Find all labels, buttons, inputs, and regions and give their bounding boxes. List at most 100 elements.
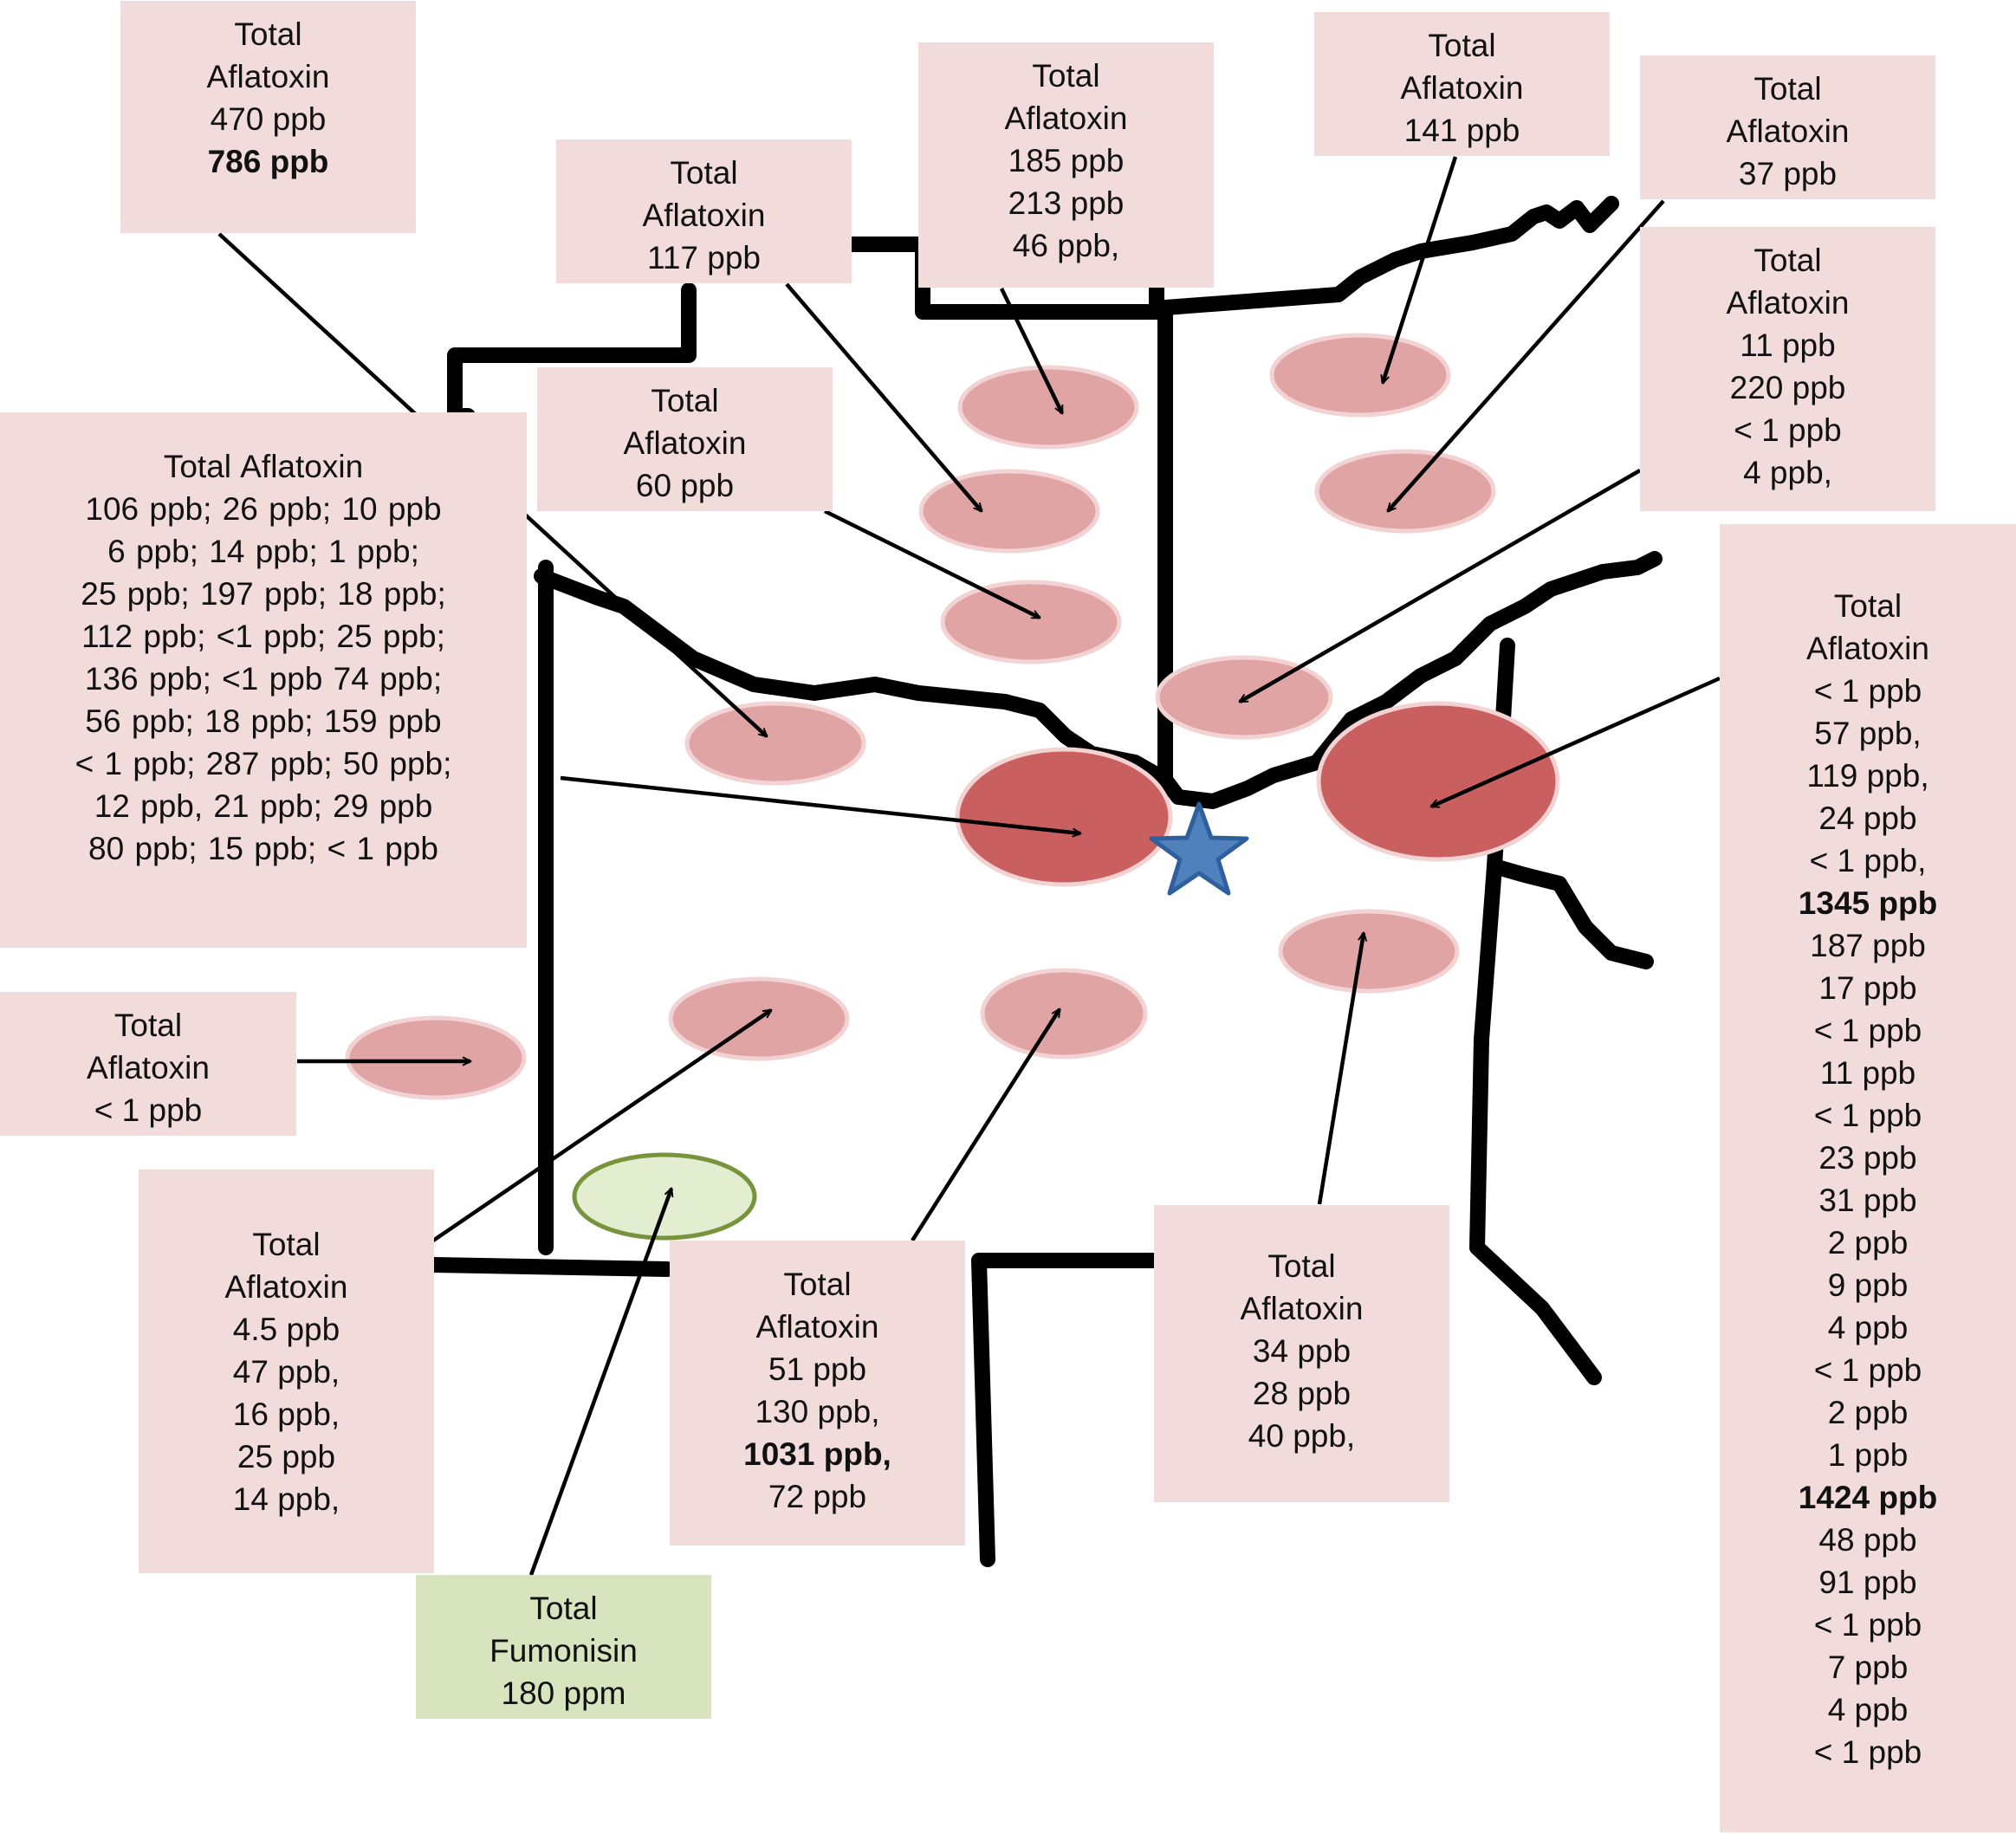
label-line: 9 ppb bbox=[1827, 1267, 1909, 1303]
arrow-ne-37 bbox=[1386, 199, 1665, 513]
label-line: < 1 ppb bbox=[94, 1092, 203, 1128]
label-ne-141: Total Aflatoxin 141 ppb bbox=[1314, 12, 1610, 156]
label-line: Aflatoxin bbox=[1726, 285, 1850, 321]
hotspot-se bbox=[1278, 909, 1460, 994]
label-line: < 1 ppb bbox=[1813, 1734, 1922, 1770]
label-line: 34 ppb bbox=[1252, 1333, 1352, 1369]
label-line: 213 ppb bbox=[1008, 185, 1125, 221]
label-line: Total Aflatoxin bbox=[163, 449, 364, 484]
arrow-east-large bbox=[1429, 676, 1721, 809]
label-line: 80 ppb; 15 ppb; < 1 ppb bbox=[88, 831, 438, 866]
label-line: 31 ppb bbox=[1818, 1183, 1917, 1218]
label-line: Aflatoxin bbox=[224, 1269, 348, 1305]
label-line: 4 ppb bbox=[1827, 1692, 1909, 1727]
label-north-117: Total Aflatoxin 117 ppb bbox=[556, 139, 852, 283]
hotspot-north-3 bbox=[940, 580, 1122, 664]
label-east-large: Total Aflatoxin < 1 ppb 57 ppb, 119 ppb,… bbox=[1720, 524, 2016, 1832]
label-west-lt1: Total Aflatoxin < 1 ppb bbox=[0, 992, 296, 1136]
label-line: 130 ppb, bbox=[755, 1394, 880, 1429]
label-line: 51 ppb bbox=[768, 1351, 867, 1387]
label-line: 23 ppb bbox=[1818, 1140, 1917, 1176]
boundary-river bbox=[534, 551, 1663, 809]
label-line: 106 ppb; 26 ppb; 10 ppb bbox=[85, 491, 442, 527]
label-line: 2 ppb bbox=[1827, 1225, 1909, 1260]
label-ne-11: Total Aflatoxin 11 ppb 220 ppb < 1 ppb 4… bbox=[1640, 227, 1935, 511]
label-line: Total bbox=[1753, 243, 1822, 278]
label-line: Aflatoxin bbox=[1240, 1291, 1364, 1326]
boundary-south-vertical bbox=[971, 1253, 995, 1567]
label-fumonisin: Total Fumonisin 180 ppm bbox=[416, 1575, 711, 1719]
label-line: 2 ppb bbox=[1827, 1395, 1909, 1430]
label-line: Total bbox=[1032, 58, 1100, 94]
arrow-south bbox=[911, 1008, 1061, 1242]
label-line: 46 ppb, bbox=[1012, 228, 1120, 263]
arrow-sw bbox=[431, 1008, 773, 1242]
label-line: Total bbox=[1428, 28, 1496, 63]
arrow-fumonisin bbox=[528, 1187, 674, 1576]
label-line: Total bbox=[783, 1267, 852, 1302]
hotspot-north-2 bbox=[918, 469, 1100, 554]
label-line: Aflatoxin bbox=[1004, 100, 1128, 136]
label-line: Total bbox=[1753, 71, 1822, 107]
label-line: 37 ppb bbox=[1738, 156, 1838, 191]
label-line: < 1 ppb bbox=[1734, 412, 1842, 448]
label-line: 28 ppb bbox=[1252, 1376, 1352, 1411]
label-line: 136 ppb; <1 ppb 74 ppb; bbox=[84, 661, 443, 697]
label-sw-45: Total Aflatoxin 4.5 ppb 47 ppb, 16 ppb, … bbox=[139, 1170, 434, 1573]
label-line: 14 ppb, bbox=[232, 1481, 340, 1517]
label-line: < 1 ppb, bbox=[1809, 843, 1927, 878]
label-line: 91 ppb bbox=[1818, 1565, 1917, 1600]
label-west-large: Total Aflatoxin 106 ppb; 26 ppb; 10 ppb … bbox=[0, 412, 527, 948]
label-line: 60 ppb bbox=[635, 468, 735, 503]
label-line-highlight: 786 ppb bbox=[207, 144, 329, 179]
hotspot-south bbox=[980, 968, 1148, 1060]
label-line: Total bbox=[651, 383, 719, 418]
label-line: 141 ppb bbox=[1403, 113, 1520, 148]
label-nw-top: Total Aflatoxin 470 ppb 786 ppb bbox=[120, 1, 416, 233]
label-line: 6 ppb; 14 ppb; 1 ppb; bbox=[107, 534, 419, 569]
arrow-central-60 bbox=[824, 509, 1041, 620]
boundary-south bbox=[425, 1257, 675, 1277]
label-line: 117 ppb bbox=[647, 240, 761, 275]
label-line: Total bbox=[252, 1227, 321, 1262]
label-line: 470 ppb bbox=[210, 101, 327, 137]
label-line: 72 ppb bbox=[768, 1479, 867, 1514]
label-line: 11 ppb bbox=[1740, 327, 1836, 363]
label-line: 4 ppb, bbox=[1743, 455, 1832, 490]
star-icon bbox=[1149, 801, 1249, 896]
label-central-60: Total Aflatoxin 60 ppb bbox=[537, 367, 833, 511]
label-line: 4 ppb bbox=[1827, 1310, 1909, 1345]
label-north-185: Total Aflatoxin 185 ppb 213 ppb 46 ppb, bbox=[918, 42, 1214, 288]
label-line: 11 ppb bbox=[1819, 1055, 1916, 1091]
boundary-east-branch bbox=[1487, 859, 1654, 969]
label-line: 57 ppb, bbox=[1814, 716, 1922, 751]
label-se-34: Total Aflatoxin 34 ppb 28 ppb 40 ppb, bbox=[1154, 1205, 1449, 1502]
label-line: 180 ppm bbox=[501, 1675, 626, 1711]
hotspot-north-1 bbox=[957, 365, 1139, 450]
label-south-51: Total Aflatoxin 51 ppb 130 ppb, 1031 ppb… bbox=[670, 1241, 965, 1546]
label-line-highlight: 1424 ppb bbox=[1798, 1480, 1938, 1515]
label-line: 25 ppb; 197 ppb; 18 ppb; bbox=[81, 576, 446, 612]
arrow-se bbox=[1317, 931, 1367, 1205]
arrow-ne-11 bbox=[1238, 469, 1642, 703]
label-line: Total bbox=[1267, 1248, 1336, 1284]
label-line: 17 ppb bbox=[1818, 970, 1917, 1006]
boundary-east-spur bbox=[1469, 1240, 1602, 1385]
label-line: 24 ppb bbox=[1818, 800, 1917, 836]
label-line: Aflatoxin bbox=[206, 59, 330, 94]
label-line: Aflatoxin bbox=[755, 1309, 879, 1345]
fumonisin-hotspot bbox=[572, 1152, 757, 1241]
label-line: Total bbox=[1833, 588, 1903, 624]
arrow-ne-141 bbox=[1380, 156, 1458, 385]
label-line: 48 ppb bbox=[1818, 1522, 1917, 1558]
label-line: Aflatoxin bbox=[87, 1050, 210, 1085]
arrow-west-large bbox=[560, 775, 1082, 838]
label-line: Aflatoxin bbox=[1806, 631, 1929, 666]
label-line: 1 ppb bbox=[1827, 1437, 1909, 1473]
hotspot-large-east bbox=[1316, 701, 1560, 862]
label-line: 16 ppb, bbox=[232, 1397, 340, 1432]
arrow-north-185 bbox=[999, 288, 1065, 415]
label-line-highlight: 1031 ppb, bbox=[743, 1436, 891, 1472]
